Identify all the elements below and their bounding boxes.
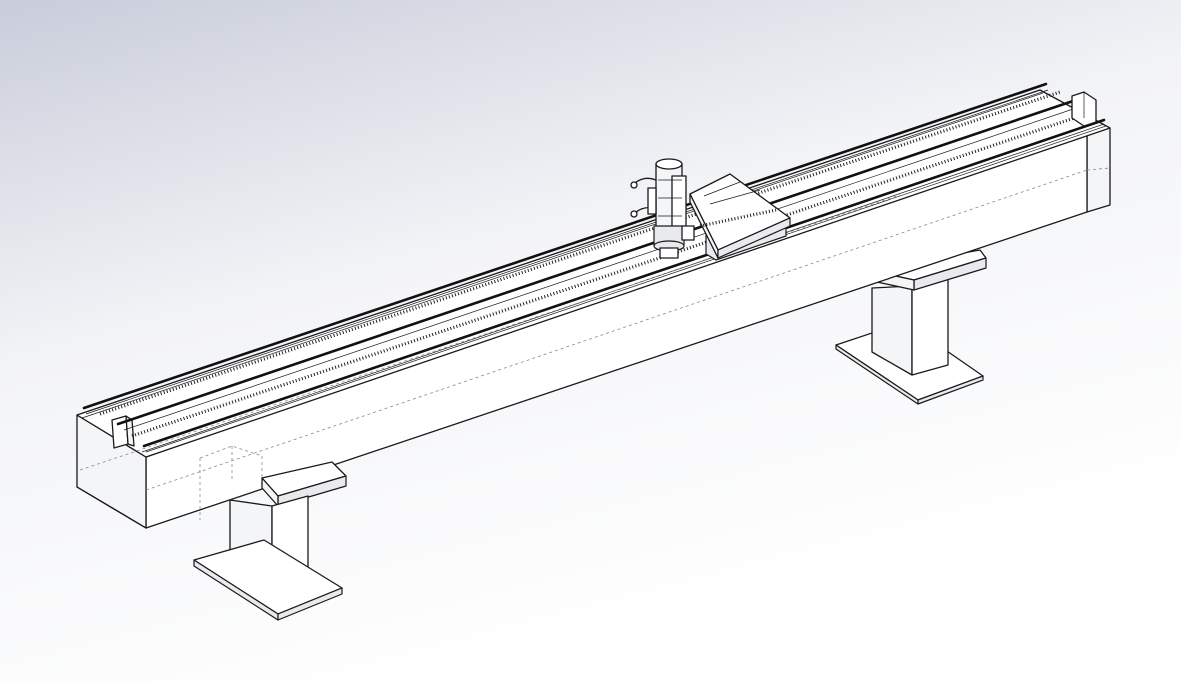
linear-rail-beam <box>76 89 1111 529</box>
guide-rails <box>82 82 1107 453</box>
gear-racks <box>99 90 1093 438</box>
support-pedestal-left <box>193 445 347 621</box>
support-pedestal-right <box>835 233 987 405</box>
servo-motor <box>630 158 695 259</box>
carriage-plate <box>689 173 791 261</box>
end-stop-left <box>111 415 135 449</box>
end-stop-right <box>1071 91 1097 127</box>
